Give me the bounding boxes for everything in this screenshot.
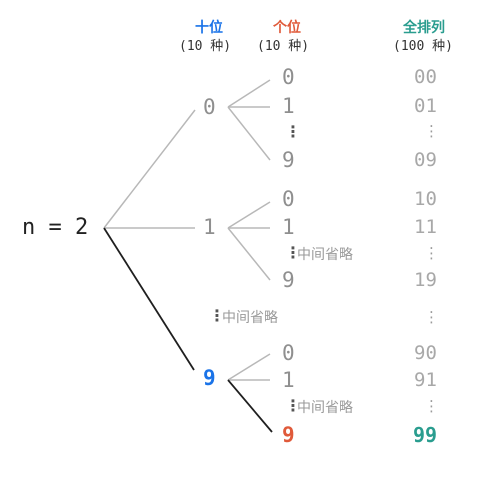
- ones-node-0-0: 0: [282, 65, 295, 89]
- ones-node-0-9: 9: [282, 148, 295, 172]
- ones-node-1-9: 9: [282, 268, 295, 292]
- edge-root-to-0: [103, 109, 196, 229]
- edge-1-to-0: [227, 201, 271, 229]
- ones-ellipsis-0: ⋮: [285, 122, 301, 141]
- result-91: 91: [414, 369, 437, 391]
- result-00: 00: [414, 66, 437, 88]
- result-ellipsis-middle: ⋮: [424, 308, 439, 326]
- ones-node-1-0: 0: [282, 187, 295, 211]
- result-11: 11: [414, 216, 437, 238]
- ones-node-1-1: 1: [282, 215, 295, 239]
- edge-9-to-0: [227, 353, 271, 381]
- tens-omitted-note: 中间省略: [222, 310, 278, 326]
- header-ones: 个位: [273, 20, 301, 36]
- tens-ellipsis: ⋮: [209, 306, 225, 325]
- header-tens: 十位: [195, 20, 223, 36]
- root-node: n = 2: [22, 215, 89, 240]
- result-19: 19: [414, 269, 437, 291]
- ones-omitted-note-1: 中间省略: [297, 247, 353, 263]
- header-all: 全排列: [403, 20, 445, 36]
- result-90: 90: [414, 342, 437, 364]
- tens-node-9-highlight: 9: [203, 366, 216, 390]
- result-01: 01: [414, 95, 437, 117]
- ones-node-9-9-highlight: 9: [282, 423, 295, 447]
- tens-node-1: 1: [203, 215, 216, 239]
- result-ellipsis-1: ⋮: [424, 244, 439, 262]
- ones-omitted-note-9: 中间省略: [297, 400, 353, 416]
- ones-node-0-1: 1: [282, 94, 295, 118]
- tens-count: (10 种): [179, 39, 232, 54]
- edge-0-to-9: [227, 106, 271, 161]
- result-10: 10: [414, 188, 437, 210]
- result-99-highlight: 99: [413, 423, 438, 447]
- ones-node-9-1: 1: [282, 368, 295, 392]
- edge-9-to-9: [227, 379, 273, 433]
- result-09: 09: [414, 149, 437, 171]
- result-ellipsis-9: ⋮: [424, 397, 439, 415]
- edge-root-to-9: [103, 227, 195, 371]
- ones-ellipsis-9: ⋮: [285, 396, 301, 415]
- tens-node-0: 0: [203, 95, 216, 119]
- edge-1-to-9: [227, 227, 271, 281]
- ones-node-9-0: 0: [282, 341, 295, 365]
- edge-0-to-0: [227, 79, 271, 108]
- ones-count: (10 种): [257, 39, 310, 54]
- all-count: (100 种): [393, 39, 453, 54]
- ones-ellipsis-1: ⋮: [285, 243, 301, 262]
- result-ellipsis-0: ⋮: [424, 122, 439, 140]
